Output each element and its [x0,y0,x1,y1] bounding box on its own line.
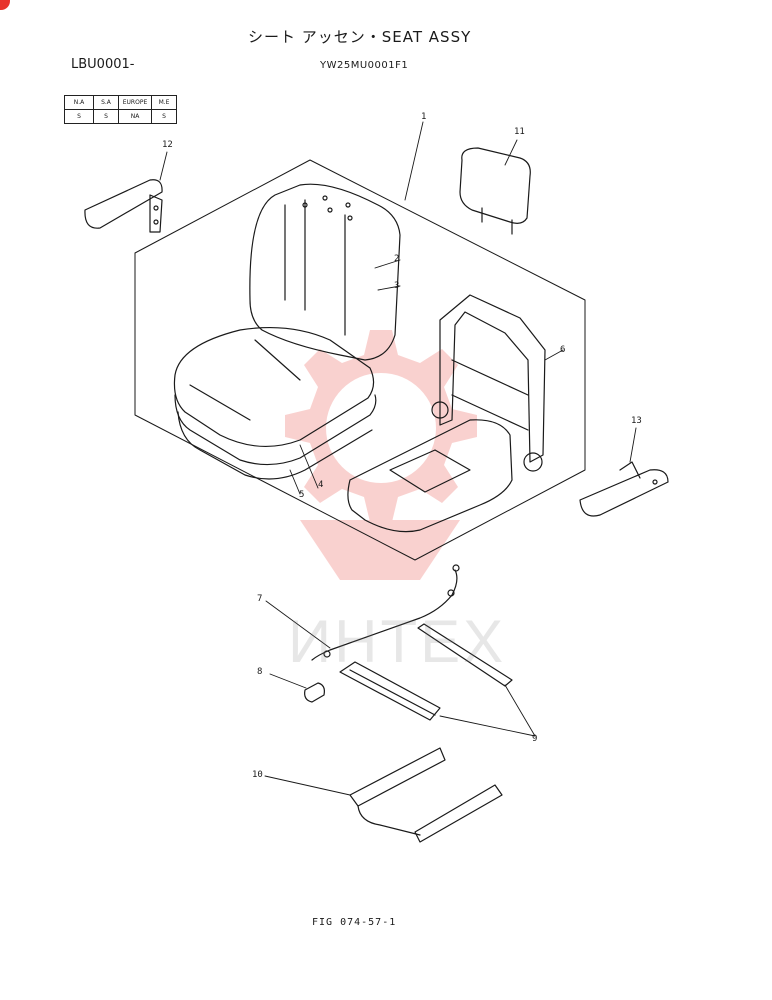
leader-lines [159,121,637,796]
callout-7: 7 [257,594,263,604]
callout-4: 4 [318,480,324,490]
figure-code: YW25MU0001F1 [320,60,409,71]
right-armrest [579,461,669,517]
page-title: シート アッセン・SEAT ASSY [248,28,472,46]
left-armrest [84,179,163,233]
seat-frame [347,294,546,533]
lower-rail-set [349,747,503,843]
market-value-me: S [151,109,177,124]
callout-5: 5 [299,490,305,500]
callout-13: 13 [631,416,642,426]
model-range: LBU0001- [71,57,135,72]
callout-12: 12 [162,140,173,150]
market-table: N.A S.A EUROPE M.E S S NA S [64,95,177,124]
slide-rails [339,623,513,721]
watermark-gear-icon [285,330,477,580]
market-value-row: S S NA S [64,109,177,124]
callout-10: 10 [252,770,263,780]
adjust-knob [304,682,325,703]
market-header-row: N.A S.A EUROPE M.E [64,95,177,110]
figure-number: FIG 074-57-1 [312,917,397,928]
seat-cushion [173,326,377,480]
corner-marker [0,0,10,10]
callout-6: 6 [560,345,566,355]
callout-2: 2 [394,254,400,264]
callout-8: 8 [257,667,263,677]
callout-1: 1 [421,112,427,122]
assembly-boundary [134,159,586,561]
headrest [459,147,531,235]
callout-3: 3 [394,281,400,291]
lever-cable [311,564,460,661]
watermark-text: ИНТЕХ [288,608,507,675]
callout-11: 11 [514,127,525,137]
callout-9: 9 [532,734,538,744]
backrest-cushion [249,183,401,361]
